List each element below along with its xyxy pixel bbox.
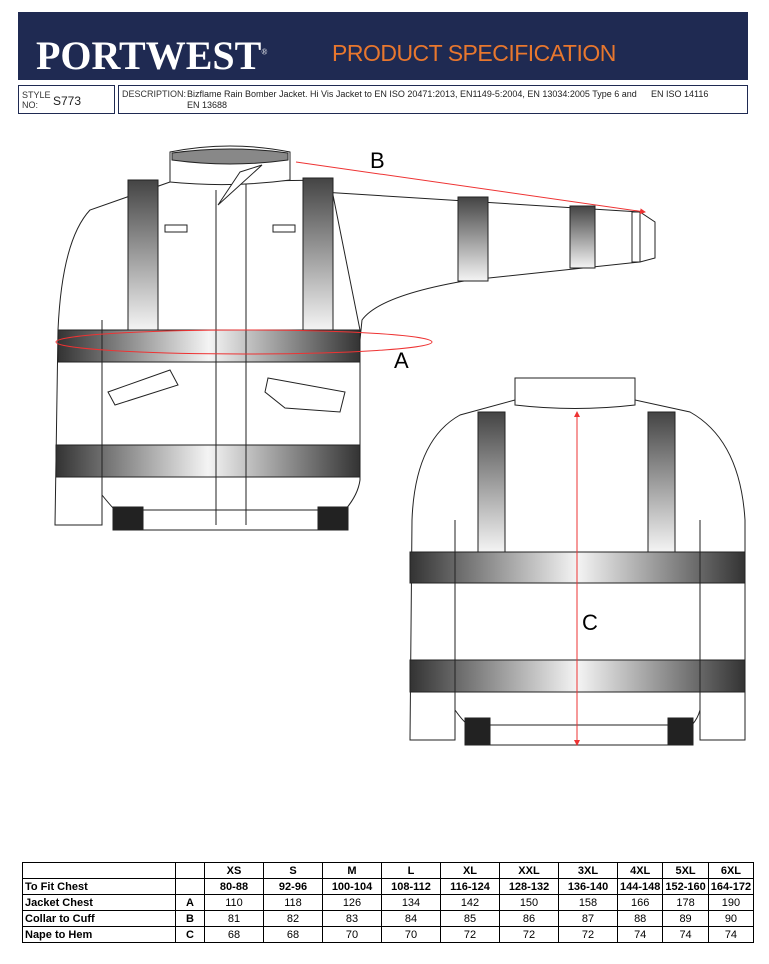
row-label: Collar to Cuff: [22, 910, 176, 927]
brand-logo: PORTWEST®: [36, 32, 267, 79]
cell: 166: [616, 894, 664, 911]
cell: 164-172: [707, 878, 755, 895]
cell: 72: [440, 926, 500, 943]
size-header: S: [263, 862, 323, 879]
description-box: DESCRIPTION: Bizflame Rain Bomber Jacket…: [118, 85, 748, 114]
label-c: C: [582, 610, 598, 635]
cell: 89: [662, 910, 709, 927]
style-value: S773: [53, 94, 82, 108]
row-code: B: [175, 910, 205, 927]
description-text: Bizflame Rain Bomber Jacket. Hi Vis Jack…: [187, 89, 637, 110]
cell: 74: [616, 926, 664, 943]
cell: 142: [440, 894, 500, 911]
style-label: STYLE NO:: [22, 90, 51, 110]
cell: 72: [499, 926, 559, 943]
cell: 82: [263, 910, 323, 927]
cell: 118: [263, 894, 323, 911]
header-bar: PORTWEST® PRODUCT SPECIFICATION: [18, 12, 748, 80]
front-view: [54, 145, 656, 531]
size-header: M: [322, 862, 382, 879]
cell: 190: [707, 894, 755, 911]
cell: 70: [381, 926, 441, 943]
size-header: 4XL: [616, 862, 664, 879]
table-header-row: XS S M L XL XXL 3XL 4XL 5XL 6XL: [22, 862, 755, 879]
cell: 150: [499, 894, 559, 911]
style-box: STYLE NO: S773: [18, 85, 115, 114]
cell: 74: [707, 926, 755, 943]
row-label: To Fit Chest: [22, 878, 176, 895]
cell: 80-88: [204, 878, 264, 895]
cell: 86: [499, 910, 559, 927]
size-header: XXL: [499, 862, 559, 879]
cell: 134: [381, 894, 441, 911]
cell: 158: [558, 894, 618, 911]
cell: 81: [204, 910, 264, 927]
registered-mark: ®: [261, 47, 268, 57]
brand-name: PORTWEST: [36, 33, 262, 78]
jacket-drawing: B A C: [54, 145, 746, 746]
label-b: B: [370, 148, 385, 173]
size-header: XL: [440, 862, 500, 879]
cell: 90: [707, 910, 755, 927]
size-header: 5XL: [662, 862, 709, 879]
back-collar: [514, 377, 636, 409]
label-a: A: [394, 348, 409, 373]
size-header: 3XL: [558, 862, 618, 879]
cell: 152-160: [662, 878, 709, 895]
size-header: L: [381, 862, 441, 879]
cell: 84: [381, 910, 441, 927]
cell: 88: [616, 910, 664, 927]
description-extra: EN ISO 14116: [651, 89, 709, 99]
cell: 100-104: [322, 878, 382, 895]
cell: 68: [204, 926, 264, 943]
cell: 72: [558, 926, 618, 943]
cell: 128-132: [499, 878, 559, 895]
cell: 110: [204, 894, 264, 911]
page-title: PRODUCT SPECIFICATION: [332, 40, 616, 66]
cell: 136-140: [558, 878, 618, 895]
cell: 70: [322, 926, 382, 943]
cell: 74: [662, 926, 709, 943]
size-header: XS: [204, 862, 264, 879]
measure-a-line: [55, 329, 433, 355]
description-label: DESCRIPTION:: [122, 89, 187, 99]
size-header: 6XL: [707, 862, 755, 879]
row-code: A: [175, 894, 205, 911]
measure-b-line: [295, 161, 646, 215]
size-table: XS S M L XL XXL 3XL 4XL 5XL 6XL To Fit C…: [22, 862, 755, 943]
cell: 144-148: [616, 878, 664, 895]
cell: 92-96: [263, 878, 323, 895]
row-label: Jacket Chest: [22, 894, 176, 911]
cell: 85: [440, 910, 500, 927]
cell: 108-112: [381, 878, 441, 895]
cell: 87: [558, 910, 618, 927]
cell: 68: [263, 926, 323, 943]
cell: 178: [662, 894, 709, 911]
cell: 126: [322, 894, 382, 911]
cell: 83: [322, 910, 382, 927]
row-label: Nape to Hem: [22, 926, 176, 943]
row-code: C: [175, 926, 205, 943]
cell: 116-124: [440, 878, 500, 895]
